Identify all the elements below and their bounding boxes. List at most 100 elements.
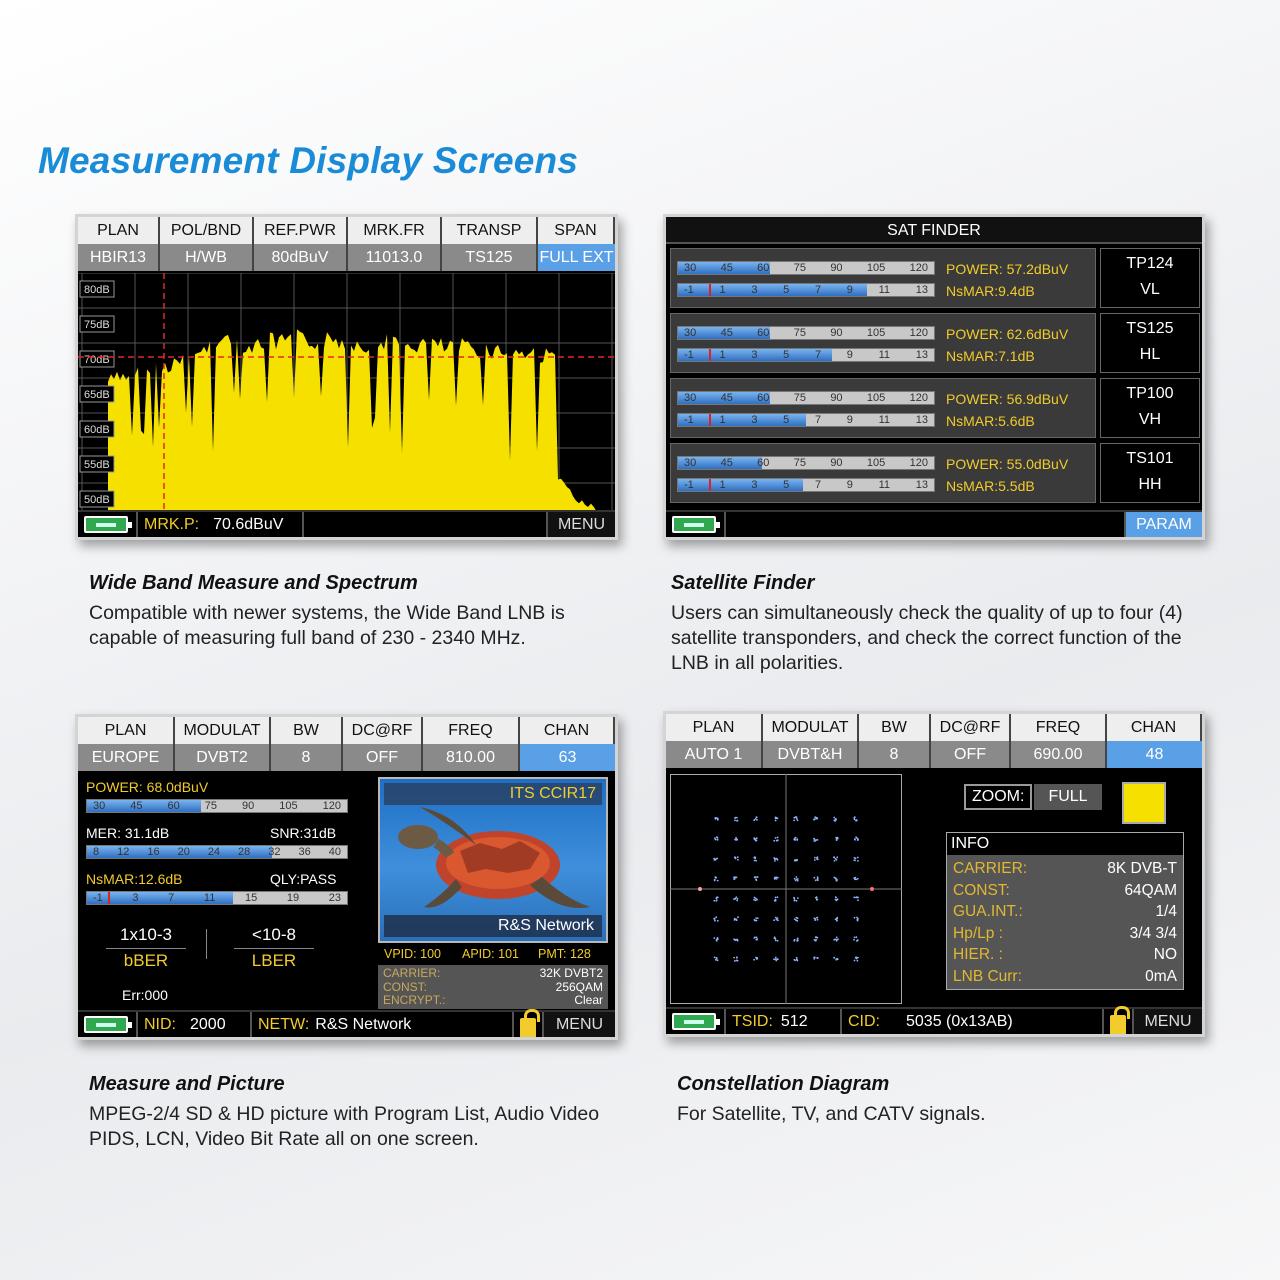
constellation-point bbox=[775, 918, 778, 921]
value-plan[interactable]: HBIR13 bbox=[78, 244, 160, 271]
header-transp: TRANSP bbox=[442, 217, 538, 244]
value-chan[interactable]: 63 bbox=[520, 744, 615, 771]
scale-tick: 1 bbox=[719, 284, 726, 296]
constellation-point bbox=[856, 959, 859, 962]
constellation-point bbox=[834, 898, 837, 901]
scale-tick: 13 bbox=[915, 349, 928, 361]
constellation-point bbox=[713, 899, 716, 902]
scale-tick: 3 bbox=[751, 479, 758, 491]
scale-tick: 45 bbox=[130, 800, 143, 812]
status-bar: TSID: 512 CID: 5035 (0x13AB) MENU bbox=[666, 1005, 1202, 1034]
value-plan[interactable]: EUROPE bbox=[78, 744, 175, 771]
scale-tick: 45 bbox=[720, 457, 733, 469]
scale-tick: -1 bbox=[684, 414, 694, 426]
scale-tick: 12 bbox=[117, 846, 130, 858]
value-freq[interactable]: 810.00 bbox=[423, 744, 520, 771]
transponder-polarity: VH bbox=[1138, 411, 1162, 428]
turtle-image bbox=[398, 807, 590, 909]
battery-icon bbox=[672, 516, 720, 533]
value-plan[interactable]: AUTO 1 bbox=[666, 741, 763, 768]
zoom-value[interactable]: FULL bbox=[1034, 784, 1102, 810]
value-chan[interactable]: 48 bbox=[1107, 741, 1202, 768]
constellation-point bbox=[796, 897, 799, 899]
scale-tick: 3 bbox=[751, 414, 758, 426]
constellation-point bbox=[857, 899, 859, 902]
scale-tick: 11 bbox=[878, 479, 891, 491]
constellation-point bbox=[773, 958, 775, 961]
constellation-point bbox=[774, 860, 776, 862]
sat-finder-title: SAT FINDER bbox=[666, 217, 1202, 244]
scale-tick: 1 bbox=[719, 479, 726, 491]
constellation-point bbox=[816, 918, 819, 921]
pmt: PMT: 128 bbox=[538, 947, 591, 961]
value-bw[interactable]: 8 bbox=[271, 744, 343, 771]
constellation-point bbox=[716, 957, 718, 959]
constellation-plot bbox=[670, 774, 902, 1004]
value-span[interactable]: FULL EXT bbox=[538, 244, 615, 271]
constellation-point bbox=[753, 819, 756, 821]
value-transp[interactable]: TS125 bbox=[442, 244, 538, 271]
y-label-box bbox=[79, 490, 115, 508]
cid-value: 5035 (0x13AB) bbox=[906, 1012, 1013, 1030]
picture-title: ITS CCIR17 bbox=[384, 783, 602, 805]
netw-value: R&S Network bbox=[315, 1015, 412, 1033]
constellation-point bbox=[793, 838, 796, 841]
constellation-point bbox=[816, 817, 819, 820]
y-axis-label: 50dB bbox=[84, 494, 110, 506]
value-ref-pwr[interactable]: 80dBuV bbox=[254, 244, 348, 271]
error-count: Err:000 bbox=[122, 987, 168, 1003]
scale-tick: 45 bbox=[720, 327, 733, 339]
zoom-control: ZOOM: FULL bbox=[964, 784, 1102, 810]
scale-tick: 36 bbox=[298, 846, 311, 858]
color-swatch[interactable] bbox=[1122, 782, 1166, 824]
menu-button[interactable]: MENU bbox=[542, 1012, 615, 1037]
scale-tick: 20 bbox=[177, 846, 190, 858]
constellation-point bbox=[836, 898, 839, 901]
header-plan: PLAN bbox=[78, 717, 175, 744]
constellation-point bbox=[853, 916, 856, 919]
constellation-point bbox=[796, 938, 799, 940]
info-key: Hp/Lp : bbox=[953, 924, 1003, 942]
y-axis-label: 80dB bbox=[84, 284, 110, 296]
constellation-point bbox=[856, 839, 859, 841]
value-dc-rf[interactable]: OFF bbox=[343, 744, 423, 771]
constellation-point bbox=[714, 837, 716, 840]
scale-tick: 60 bbox=[757, 457, 770, 469]
info-row: CONST:64QAM bbox=[947, 880, 1183, 902]
menu-button[interactable]: MENU bbox=[1132, 1009, 1202, 1034]
value-mrk-fr[interactable]: 11013.0 bbox=[348, 244, 442, 271]
value-freq[interactable]: 690.00 bbox=[1011, 741, 1107, 768]
constellation-point bbox=[795, 817, 798, 820]
menu-button[interactable]: MENU bbox=[546, 512, 615, 537]
header-modulat: MODULAT bbox=[763, 714, 859, 741]
info-row: LNB Curr:0mA bbox=[947, 966, 1183, 988]
constellation-point bbox=[857, 896, 859, 899]
nsmar-readout: NsMAR:7.1dB bbox=[946, 348, 1035, 364]
scale-tick: 7 bbox=[814, 349, 822, 361]
value-dc-rf[interactable]: OFF bbox=[931, 741, 1011, 768]
value-modulat[interactable]: DVBT2 bbox=[175, 744, 271, 771]
scale-tick: 13 bbox=[915, 414, 928, 426]
constellation-point bbox=[755, 917, 757, 919]
value-bw[interactable]: 8 bbox=[859, 741, 931, 768]
constellation-point bbox=[796, 917, 799, 920]
scale-tick: 16 bbox=[147, 846, 160, 858]
value-pol-bnd[interactable]: H/WB bbox=[160, 244, 254, 271]
bber-value: 1x10-3 bbox=[120, 925, 172, 944]
quality-readout: QLY:PASS bbox=[270, 871, 337, 887]
value-modulat[interactable]: DVBT&H bbox=[763, 741, 859, 768]
picture-network: R&S Network bbox=[384, 915, 602, 937]
scale-tick: 5 bbox=[783, 284, 790, 296]
constellation-point bbox=[855, 957, 858, 960]
scale-tick: 7 bbox=[814, 414, 822, 426]
param-button[interactable]: PARAM bbox=[1124, 512, 1202, 537]
constellation-point bbox=[735, 959, 738, 962]
status-bar: NID: 2000 NETW: R&S Network MENU bbox=[78, 1008, 615, 1037]
